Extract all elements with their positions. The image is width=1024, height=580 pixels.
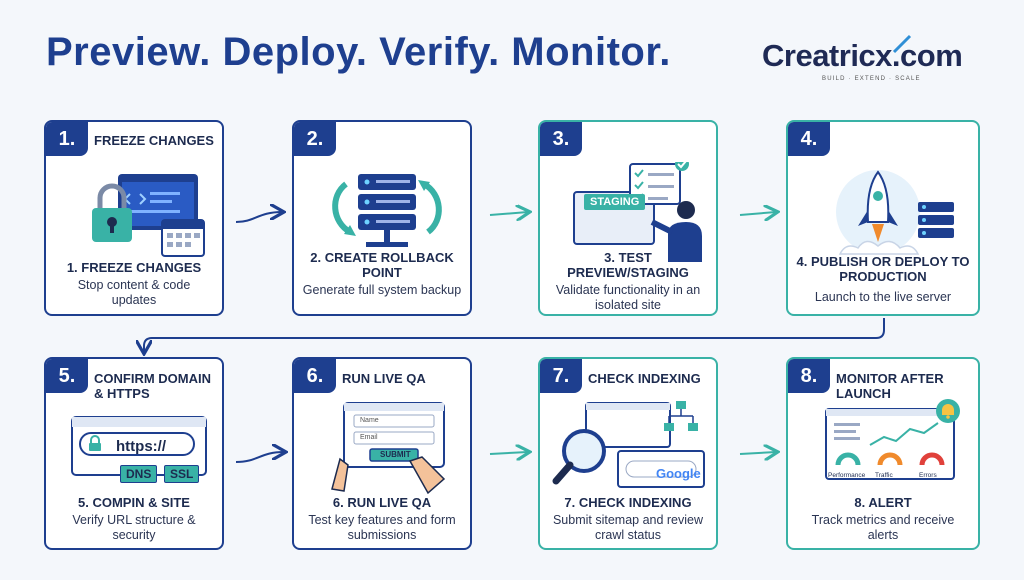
step-description: Stop content & code updates: [77, 278, 191, 307]
dns-tag: DNS: [120, 465, 158, 483]
logo-swoosh-icon: [892, 34, 912, 54]
step-number: 3.: [540, 122, 582, 156]
step-number: 1.: [46, 122, 88, 156]
step-card-5: 5. CONFIRM DOMAIN & HTTPS https:// DNS S…: [44, 357, 224, 550]
step-card-4: 4. 4. PUBLISH OR DEPLOY TO PRODUCTION La…: [786, 120, 980, 316]
step-card-6: 6. RUN LIVE QA Name Email SUBMIT 6. RUN …: [292, 357, 472, 550]
step-title: 6. RUN LIVE QA: [332, 495, 432, 510]
arrow-6-7: [489, 452, 528, 454]
step-number: 6.: [294, 359, 336, 393]
step-heading: CHECK INDEXING: [588, 371, 701, 386]
step-description: Test key features and form submissions: [308, 513, 456, 542]
step-title: 3. TEST PREVIEW/STAGING: [567, 250, 689, 280]
step-card-7: 7. CHECK INDEXING Google 7. CHECK INDEXI…: [538, 357, 718, 550]
step-card-1: 1. FREEZE CHANGES 1. FREEZE CHANGES Stop…: [44, 120, 224, 316]
https-browser-icon: [71, 416, 207, 476]
step-description: Validate functionality in an isolated si…: [555, 283, 701, 312]
step-title: 5. COMPIN & SITE: [78, 495, 190, 510]
page-title: Preview. Deploy. Verify. Monitor.: [46, 30, 671, 74]
step-description: Track metrics and receive alerts: [811, 513, 955, 542]
gauge-label-performance: Performance: [828, 472, 866, 479]
logo-text: Creatricx.com: [762, 38, 963, 73]
gauge-label-traffic: Traffic: [875, 472, 893, 479]
arrow-3-4: [739, 212, 776, 215]
step-title: 2. CREATE ROLLBACK POINT: [310, 250, 454, 280]
step-description: Launch to the live server: [814, 290, 952, 304]
arrow-7-8: [739, 452, 776, 454]
arrow-1-2: [235, 212, 282, 223]
step-number: 7.: [540, 359, 582, 393]
step-description: Verify URL structure & security: [72, 513, 196, 542]
step-number: 4.: [788, 122, 830, 156]
step-title: 7. CHECK INDEXING: [564, 495, 692, 510]
server-rollback-icon: [332, 174, 442, 247]
url-text: https://: [116, 438, 166, 455]
ssl-tag: SSL: [164, 465, 200, 483]
logo-tagline: BUILD · EXTEND · SCALE: [822, 76, 921, 82]
step-title: 4. PUBLISH OR DEPLOY TO PRODUCTION: [796, 254, 970, 284]
step-number: 5.: [46, 359, 88, 393]
dashboard-alert-icon: [825, 399, 960, 480]
staging-tester-icon: [573, 162, 702, 262]
step-description: Submit sitemap and review crawl status: [552, 513, 704, 542]
step-card-2: 2. 2. CREATE ROLLBACK POINT Generate ful…: [292, 120, 472, 316]
step-number: 8.: [788, 359, 830, 393]
step-heading: MONITOR AFTER LAUNCH: [836, 371, 944, 401]
step-card-8: 8. MONITOR AFTER LAUNCH Performance Traf…: [786, 357, 980, 550]
step-heading: CONFIRM DOMAIN & HTTPS: [94, 371, 211, 401]
email-field-placeholder: Email: [360, 434, 378, 441]
form-hands-icon: [331, 402, 446, 495]
step-number: 2.: [294, 122, 336, 156]
gauge-label-errors: Errors: [919, 472, 937, 479]
step-heading: FREEZE CHANGES: [94, 133, 214, 148]
step-heading: RUN LIVE QA: [342, 371, 426, 386]
name-field-placeholder: Name: [360, 417, 379, 424]
submit-button-label: SUBMIT: [380, 450, 411, 459]
staging-label: STAGING: [584, 194, 646, 210]
lock-calendar-icon: [92, 174, 205, 257]
arrow-5-6: [235, 452, 284, 463]
step-title: 1. FREEZE CHANGES: [66, 260, 202, 275]
search-indexing-icon: [552, 401, 705, 488]
arrow-2-3: [489, 212, 528, 215]
step-description: Generate full system backup: [302, 283, 462, 297]
arrow-4-5: [144, 318, 885, 352]
step-card-3: 3. STAGING 3. TEST PREVIEW/STAGING Valid…: [538, 120, 718, 316]
step-title: 8. ALERT: [854, 495, 912, 510]
rocket-launch-icon: [836, 170, 954, 255]
search-engine-label: Google: [656, 466, 701, 481]
brand-logo: Creatricx.com BUILD · EXTEND · SCALE: [762, 34, 980, 84]
